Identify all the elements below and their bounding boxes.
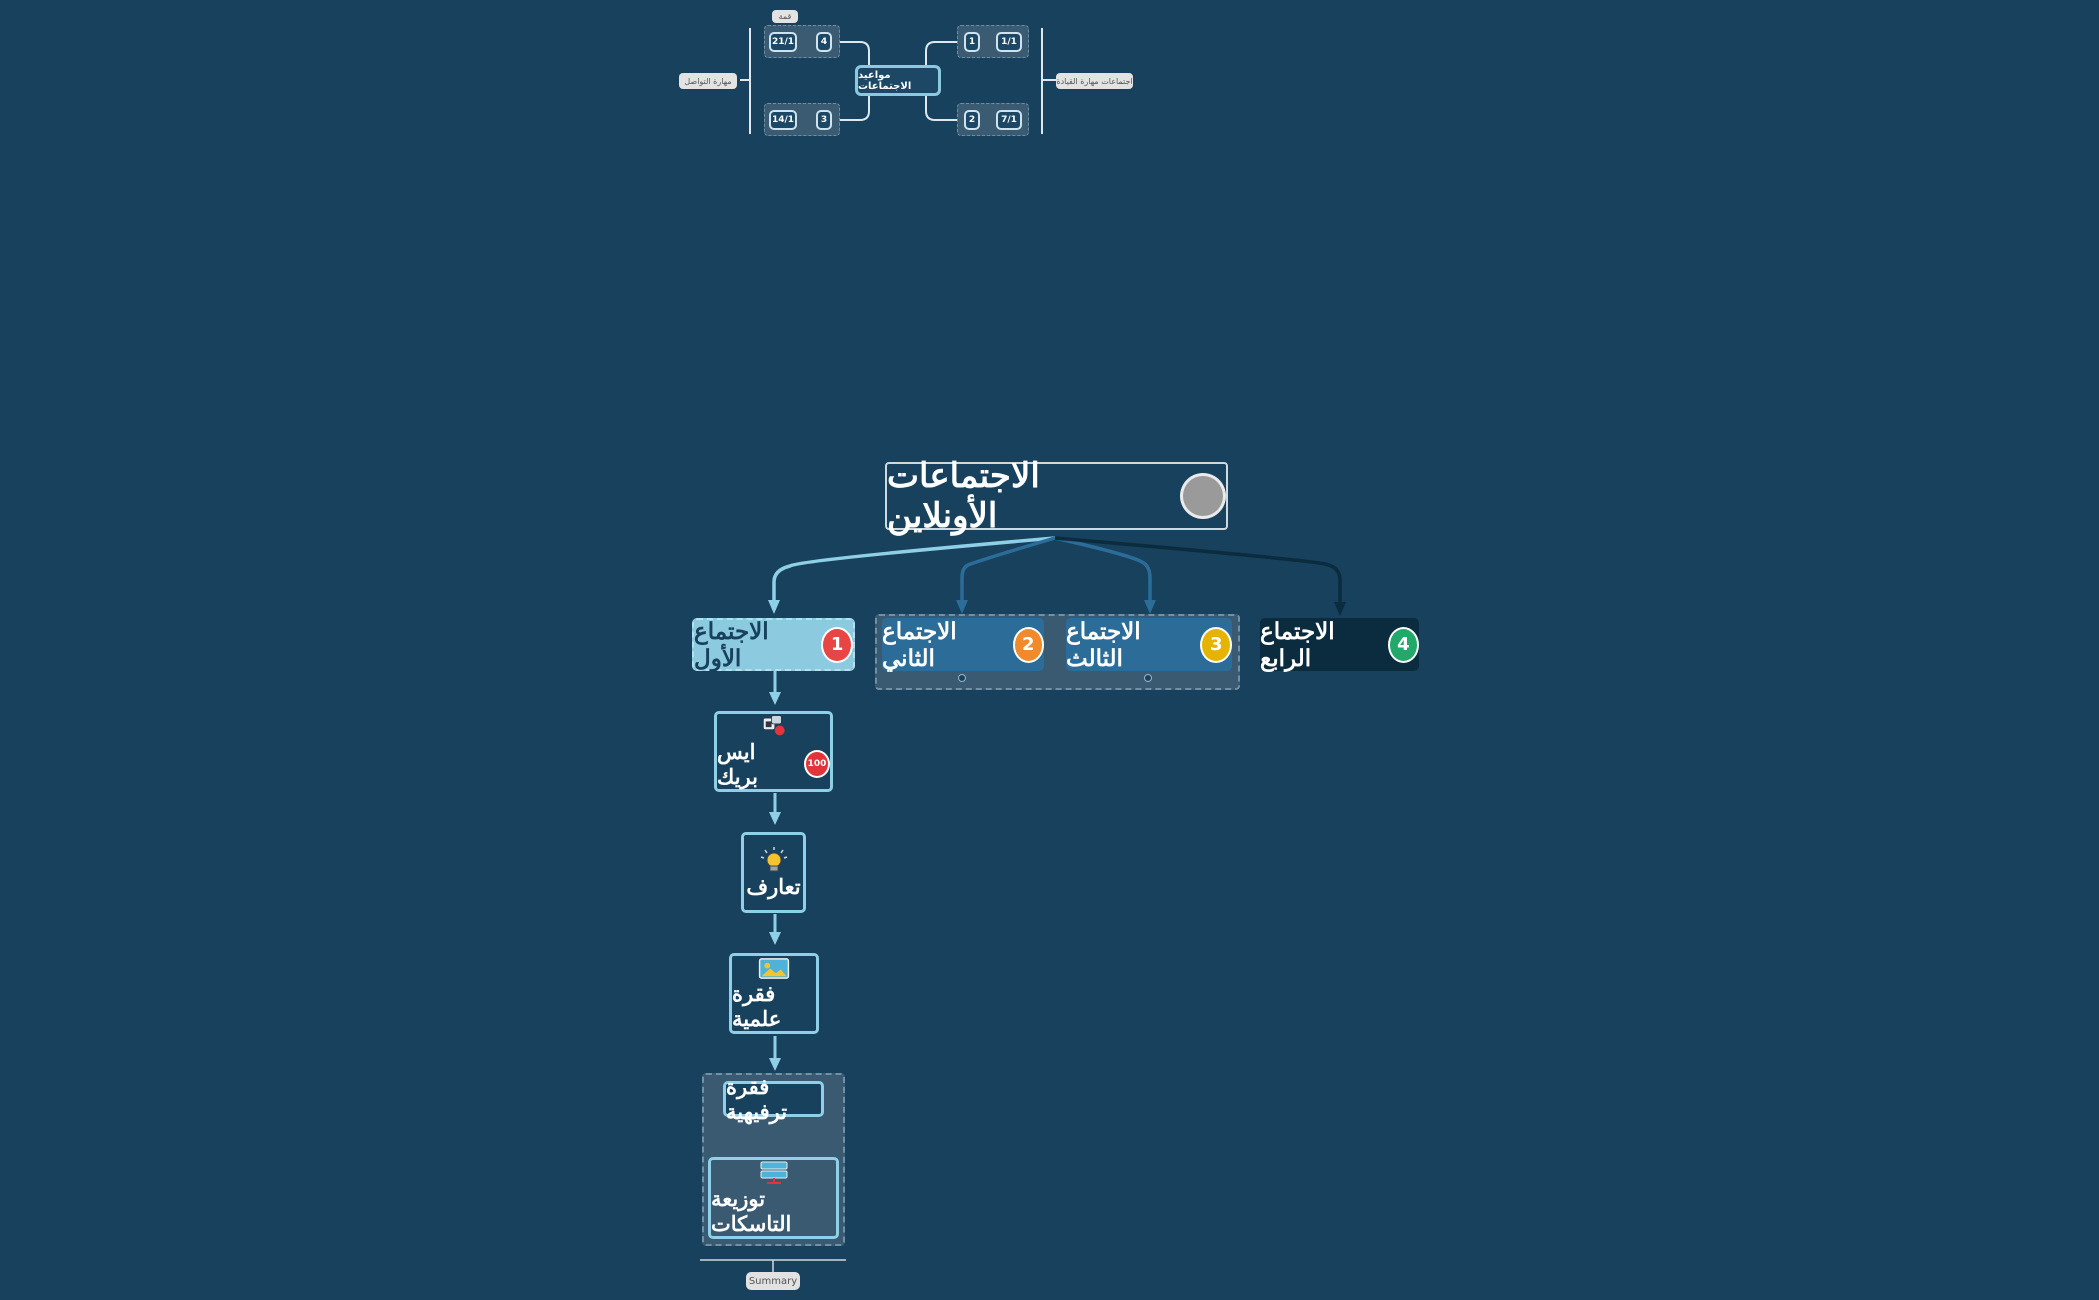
branch-1-label: الاجتماع الأول: [694, 617, 769, 672]
branch-meeting-2[interactable]: الاجتماع الثاني 2: [882, 617, 1044, 672]
image-icon: [758, 958, 790, 979]
number-3-icon: 3: [1200, 626, 1232, 663]
mini-date-21[interactable]: 21/1: [769, 32, 797, 52]
collapse-handle-3[interactable]: [1144, 674, 1152, 682]
branch-4-label: الاجتماع الرابع: [1260, 617, 1335, 672]
entertainment-label: فقرة ترفيهية: [726, 1074, 788, 1124]
mini-num-2[interactable]: 2: [964, 110, 980, 130]
subtopic-tasks[interactable]: توزيعة التاسكات: [708, 1157, 839, 1239]
subtopic-entertainment[interactable]: فقرة ترفيهية: [723, 1074, 824, 1124]
subtopic-ice-break[interactable]: ايس بريك 100: [714, 711, 833, 792]
branch-meeting-1[interactable]: الاجتماع الأول 1: [692, 617, 855, 672]
central-topic[interactable]: الاجتماعات الأونلاين: [885, 456, 1228, 536]
scientific-label: فقرة علمية: [732, 981, 782, 1031]
mini-date-7[interactable]: 7/1: [996, 110, 1022, 130]
mini-num-1[interactable]: 1: [964, 32, 980, 52]
acquaintance-label: تعارف: [746, 874, 801, 899]
network-icon: [760, 1161, 787, 1184]
branch-meeting-4[interactable]: الاجتماع الرابع 4: [1260, 617, 1419, 672]
branch-3-label: الاجتماع الثالث: [1066, 617, 1141, 672]
subtopic-acquaintance[interactable]: تعارف: [741, 832, 806, 913]
ice-break-label: ايس بريك: [717, 739, 758, 789]
branch-2-label: الاجتماع الثاني: [882, 617, 957, 672]
mini-pill-right[interactable]: اجتماعات مهارة القيادة: [1056, 73, 1133, 89]
subtopic-scientific[interactable]: فقرة علمية: [729, 953, 819, 1034]
summary-label[interactable]: Summary: [746, 1272, 800, 1290]
mini-pill-top[interactable]: قمة: [772, 10, 798, 23]
chat-icon: [762, 715, 785, 736]
hundred-badge-icon: 100: [804, 750, 830, 778]
number-4-icon: 4: [1387, 626, 1419, 663]
number-2-icon: 2: [1012, 626, 1044, 663]
collapse-handle-2[interactable]: [958, 674, 966, 682]
central-topic-title: الاجتماعات الأونلاين: [887, 456, 1040, 536]
mini-num-4[interactable]: 4: [816, 32, 832, 52]
mini-date-1[interactable]: 1/1: [996, 32, 1022, 52]
number-1-icon: 1: [821, 626, 853, 663]
central-marker-icon: [1180, 473, 1226, 519]
lightbulb-icon: [760, 847, 787, 872]
mini-center-node[interactable]: مواعيد الاجتماعات: [855, 65, 941, 96]
branch-meeting-3[interactable]: الاجتماع الثالث 3: [1066, 617, 1232, 672]
tasks-label: توزيعة التاسكات: [711, 1186, 792, 1236]
mini-num-3[interactable]: 3: [816, 110, 832, 130]
mini-pill-left[interactable]: مهارة التواصل: [679, 73, 737, 89]
mini-date-14[interactable]: 14/1: [769, 110, 797, 130]
